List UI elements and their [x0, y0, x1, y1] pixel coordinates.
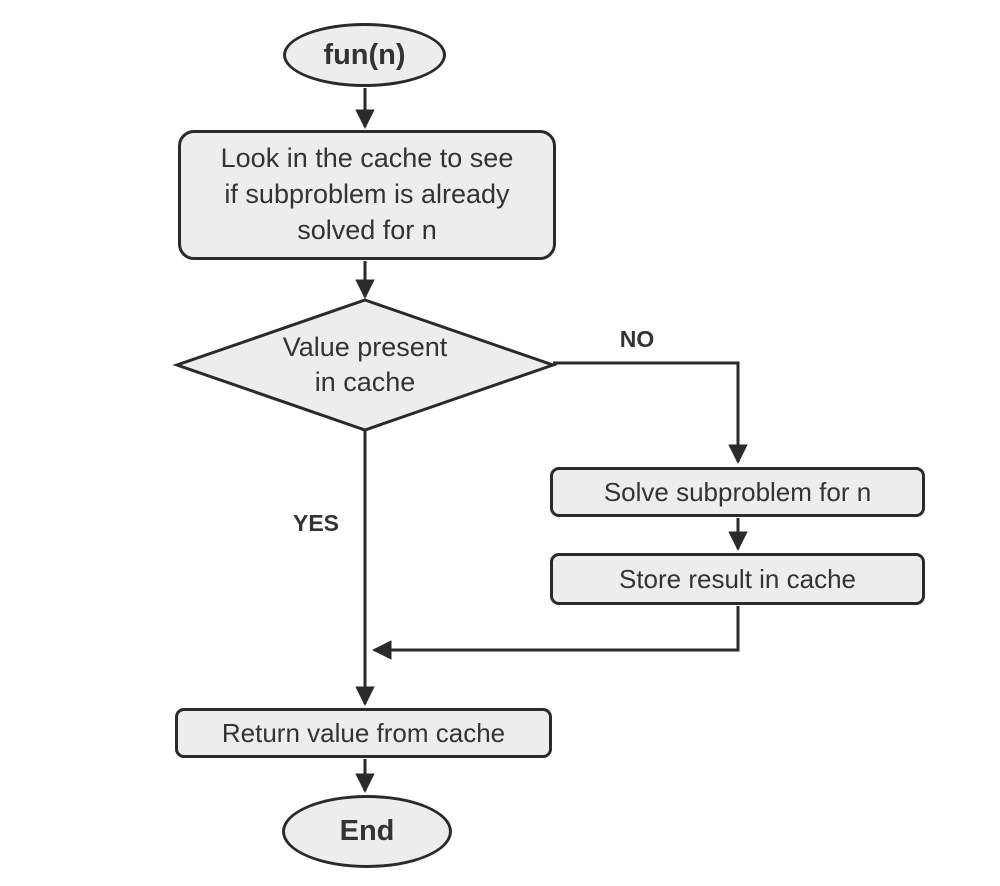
- store-result-node: Store result in cache: [550, 553, 925, 605]
- edge-store-to-merge: [372, 606, 740, 660]
- return-value-node: Return value from cache: [175, 708, 552, 758]
- decision-diamond-shape: [172, 298, 558, 432]
- no-edge-label: NO: [619, 326, 655, 352]
- start-node: fun(n): [283, 23, 446, 87]
- end-node: End: [282, 795, 452, 868]
- decision-node-label: Value present in cache: [282, 331, 448, 397]
- yes-edge-label: YES: [292, 510, 340, 536]
- solve-subproblem-node: Solve subproblem for n: [550, 467, 925, 517]
- edge-no-branch: [553, 361, 748, 464]
- lookup-cache-node: Look in the cache to see if subproblem i…: [178, 130, 556, 260]
